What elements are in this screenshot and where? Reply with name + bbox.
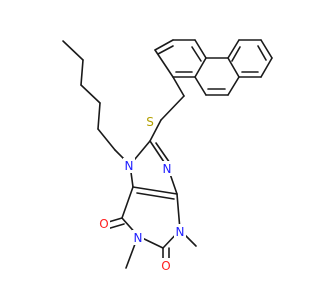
bonds [62, 39, 273, 269]
bond [80, 59, 84, 86]
bond [80, 84, 101, 104]
bond [194, 76, 207, 96]
bond [194, 39, 207, 59]
structure-drawing: S N N N N O O [62, 39, 273, 273]
atom-labels: S N N N N O O [98, 114, 186, 273]
bond [191, 46, 202, 62]
molecule-diagram: S N N N N O O [62, 39, 273, 273]
bond [157, 45, 174, 55]
bond [97, 102, 101, 130]
oxygen-atom-label-o2: O [161, 259, 170, 273]
bond [160, 95, 185, 121]
bond [132, 186, 178, 195]
bond [154, 49, 174, 78]
nitrogen-atom-label-n9: N [163, 162, 172, 176]
bond [227, 39, 240, 59]
bond [62, 40, 84, 61]
bond [172, 76, 185, 97]
bond [149, 119, 162, 142]
nitrogen-atom-label-n3: N [176, 225, 185, 239]
sulfur-atom-label: S [146, 115, 154, 129]
bond [260, 39, 273, 59]
nitrogen-atom-label-n7: N [125, 159, 134, 173]
bond [231, 46, 241, 62]
bond [154, 39, 174, 51]
oxygen-atom-label-o6: O [99, 217, 108, 231]
nitrogen-atom-label-n1: N [134, 231, 143, 245]
bond [260, 57, 273, 78]
bond [257, 45, 267, 61]
bond [121, 186, 134, 219]
bond [194, 57, 207, 78]
bond [136, 192, 175, 200]
bond [227, 57, 240, 78]
bond [97, 128, 116, 151]
bond [227, 76, 240, 96]
